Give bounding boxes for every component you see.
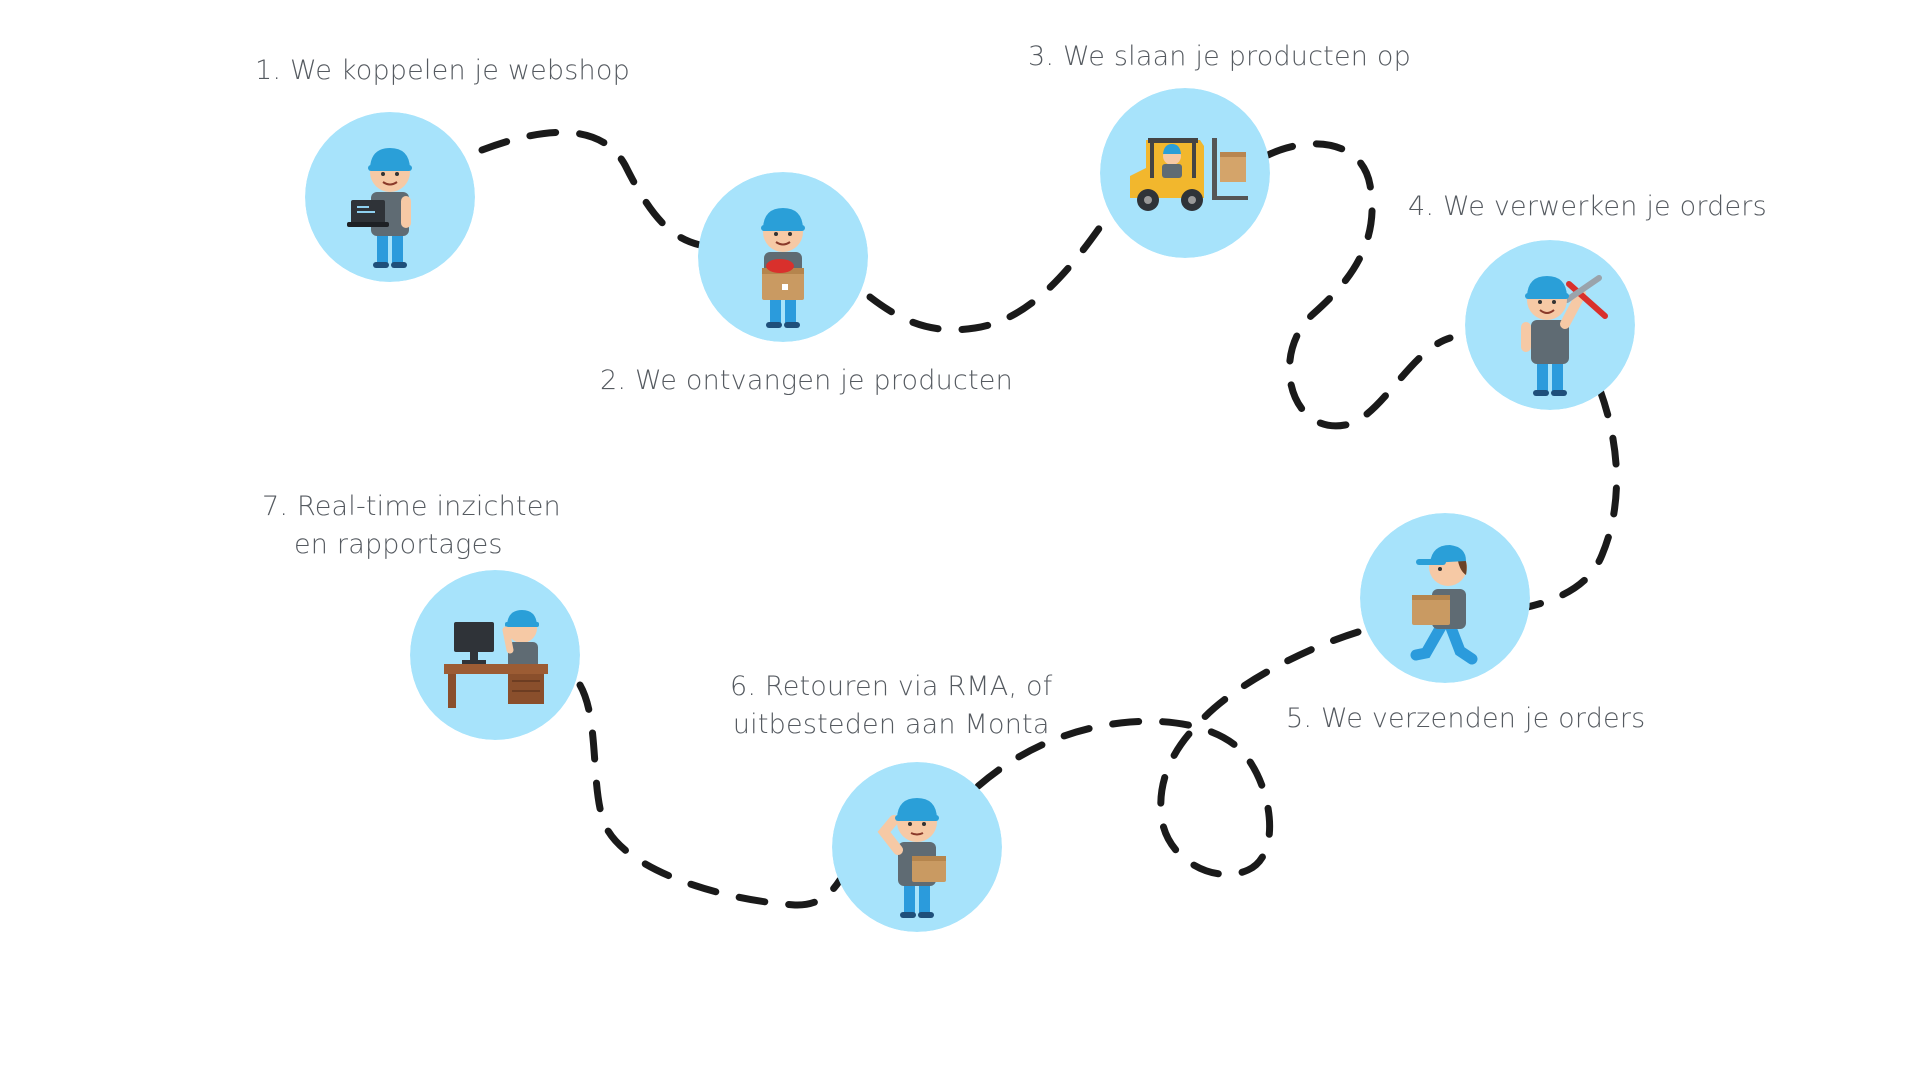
worker-with-tools-icon	[1465, 240, 1635, 410]
step-6-label: 6. Retouren via RMA, of uitbesteden aan …	[730, 668, 1052, 744]
step-1-circle	[305, 112, 475, 282]
step-1-label: 1. We koppelen je webshop	[255, 55, 630, 86]
worker-with-laptop-icon	[305, 112, 475, 282]
step-7-label-line2: en rapportages	[294, 529, 503, 560]
step-7-label: 7. Real-time inzichten en rapportages	[262, 488, 561, 564]
step-4-label: 4. We verwerken je orders	[1408, 191, 1767, 222]
step-3-circle	[1100, 88, 1270, 258]
step-6-label-line2: uitbesteden aan Monta	[732, 709, 1050, 740]
step-5-label: 5. We verzenden je orders	[1286, 703, 1646, 734]
step-7-circle	[410, 570, 580, 740]
step-2-label: 2. We ontvangen je producten	[600, 365, 1013, 396]
forklift-icon	[1100, 88, 1270, 258]
step-6-circle	[832, 762, 1002, 932]
step-3-label: 3. We slaan je producten op	[1028, 41, 1411, 72]
step-2-circle	[698, 172, 868, 342]
worker-holding-box-icon	[698, 172, 868, 342]
step-6-label-line1: 6. Retouren via RMA, of	[730, 671, 1053, 702]
worker-on-phone-with-box-icon	[832, 762, 1002, 932]
step-7-label-line1: 7. Real-time inzichten	[262, 491, 561, 522]
worker-carrying-package-icon	[1360, 513, 1530, 683]
worker-at-desk-computer-icon	[410, 570, 580, 740]
step-5-circle	[1360, 513, 1530, 683]
step-4-circle	[1465, 240, 1635, 410]
